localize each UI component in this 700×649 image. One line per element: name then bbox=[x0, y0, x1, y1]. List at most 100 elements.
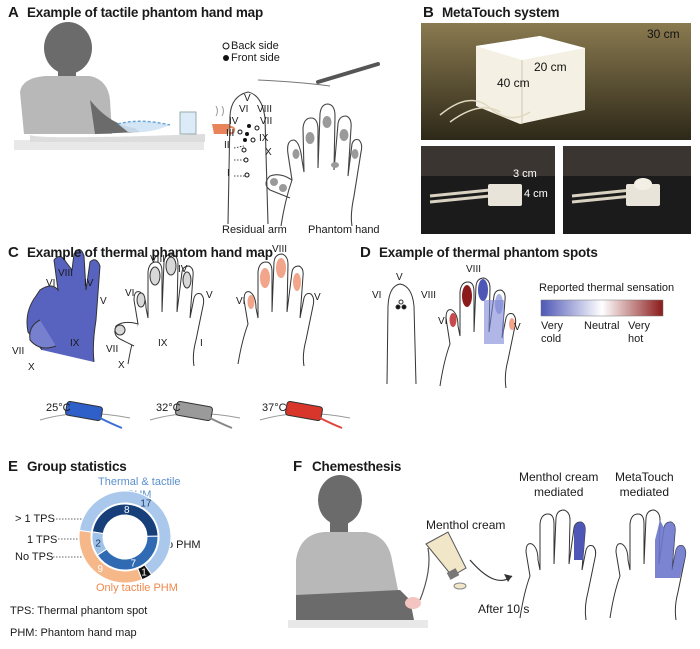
scale-title: Reported thermal sensation bbox=[539, 282, 675, 294]
ring-no-phm-value: 1 bbox=[141, 568, 147, 579]
ring-1-tps-value: 7 bbox=[130, 559, 136, 570]
c2-numeral-i: I bbox=[200, 338, 203, 349]
panel-b-photo-probe-1 bbox=[421, 146, 555, 234]
panel-f-cream-tube bbox=[419, 531, 513, 601]
scale-right-label: Very hot bbox=[628, 320, 651, 345]
box-dim-depth: 40 cm bbox=[497, 76, 530, 90]
probe-dim-length: 4 cm bbox=[524, 188, 548, 200]
ring-thermal-tactile bbox=[78, 490, 172, 576]
gt1-tps-label: > 1 TPS bbox=[15, 513, 55, 525]
c2-numeral-ix: IX bbox=[158, 338, 168, 349]
panel-c-hand-warm bbox=[237, 253, 315, 367]
panel-d-title: Example of thermal phantom spots bbox=[379, 245, 598, 260]
c2-numeral-iv: IV bbox=[178, 264, 188, 275]
no-tps-label: No TPS bbox=[15, 551, 54, 563]
numeral-v: V bbox=[244, 93, 251, 104]
c-numeral-v: V bbox=[100, 296, 107, 307]
panel-a-person-illustration bbox=[14, 22, 236, 150]
numeral-x: X bbox=[265, 147, 272, 158]
panel-f-title: Chemesthesis bbox=[312, 459, 402, 474]
panel-b-photo-box bbox=[421, 23, 691, 140]
c2-numeral-v: V bbox=[206, 290, 213, 301]
ring-no-tps bbox=[91, 531, 108, 556]
numeral-vi: VI bbox=[239, 104, 249, 115]
scale-left-label: Very cold bbox=[541, 320, 564, 345]
panel-c-title: Example of thermal phantom hand map bbox=[27, 245, 273, 260]
panel-a-title: Example of tactile phantom hand map bbox=[27, 5, 264, 20]
box-dim-height: 20 cm bbox=[534, 60, 567, 74]
panel-c-letter: C bbox=[8, 244, 19, 261]
numeral-viii: VIII bbox=[257, 104, 273, 115]
one-tps-label: 1 TPS bbox=[27, 534, 58, 546]
numeral-iv: IV bbox=[229, 116, 239, 127]
numeral-iii: III bbox=[226, 128, 235, 139]
panel-c-hand-cold bbox=[26, 249, 101, 363]
caption-residual-arm: Residual arm bbox=[222, 224, 287, 236]
c2-numeral-vii: VII bbox=[106, 344, 119, 355]
ring-only-tactile bbox=[78, 529, 143, 584]
panel-a-letter: A bbox=[8, 4, 19, 21]
d2-numeral-viii: VIII bbox=[466, 264, 482, 275]
c3-numeral-viii: VIII bbox=[272, 244, 288, 255]
c-numeral-vi: VI bbox=[46, 278, 56, 289]
c-numeral-x: X bbox=[28, 362, 35, 373]
thermal-scale-bar bbox=[540, 299, 664, 317]
c3-numeral-v: V bbox=[314, 292, 321, 303]
legend-front: Front side bbox=[231, 52, 280, 64]
panel-a-maps bbox=[227, 62, 380, 227]
caption-phantom-hand: Phantom hand bbox=[308, 224, 380, 236]
scale-mid-label: Neutral bbox=[584, 320, 620, 332]
c-numeral-viii: VIII bbox=[58, 268, 74, 279]
panel-b-letter: B bbox=[423, 4, 434, 21]
def-tps: TPS: Thermal phantom spot bbox=[10, 605, 148, 617]
panel-b-photo-probe-2 bbox=[563, 146, 691, 234]
outer-bottom-label: Only tactile PHM bbox=[96, 582, 178, 594]
temp-37: 37°C bbox=[262, 402, 287, 414]
panel-b-title: MetaTouch system bbox=[442, 5, 560, 20]
legend-back: Back side bbox=[231, 40, 279, 52]
c2-numeral-viii: VIII bbox=[150, 254, 166, 265]
panel-a-hand-spots bbox=[270, 116, 359, 192]
d2-numeral-v: V bbox=[514, 322, 521, 333]
ring-no-tps-value: 2 bbox=[95, 538, 101, 549]
c-numeral-iv: IV bbox=[84, 278, 94, 289]
panel-c-hand-neutral bbox=[114, 253, 205, 367]
panel-d-letter: D bbox=[360, 244, 371, 261]
numeral-ii: II bbox=[224, 140, 230, 151]
panel-f-letter: F bbox=[293, 458, 303, 475]
panel-e-letter: E bbox=[8, 458, 19, 475]
probe-dim-width: 3 cm bbox=[513, 168, 537, 180]
numeral-ix: IX bbox=[259, 133, 269, 144]
panel-e-title: Group statistics bbox=[27, 459, 127, 474]
hand1-label: Menthol cream mediated bbox=[519, 470, 599, 499]
d-numeral-v: V bbox=[396, 272, 403, 283]
c3-numeral-vi: VI bbox=[236, 296, 246, 307]
ring-only-tactile-value: 9 bbox=[97, 564, 103, 575]
c2-numeral-x: X bbox=[118, 360, 125, 371]
c-numeral-vii: VII bbox=[12, 346, 25, 357]
ring-gt1-tps-value: 8 bbox=[124, 505, 130, 516]
ring-thermal-tactile-value: 17 bbox=[140, 498, 152, 509]
panel-f-hand-metatouch bbox=[609, 509, 687, 621]
def-phm: PHM: Phantom hand map bbox=[10, 627, 137, 639]
cream-label: Menthol cream bbox=[426, 518, 506, 532]
c-numeral-ix: IX bbox=[70, 338, 80, 349]
box-dim-width: 30 cm bbox=[647, 27, 680, 41]
temp-32: 32°C bbox=[156, 402, 181, 414]
numeral-vii: VII bbox=[260, 116, 273, 127]
d-numeral-vi: VI bbox=[372, 290, 382, 301]
temp-25: 25°C bbox=[46, 402, 71, 414]
panel-d-arm bbox=[386, 283, 417, 385]
panel-c-probes bbox=[39, 400, 351, 429]
d2-numeral-vi: VI bbox=[438, 316, 448, 327]
panel-f-person bbox=[288, 475, 428, 628]
d-numeral-viii: VIII bbox=[421, 290, 437, 301]
panel-d-hand bbox=[439, 277, 517, 389]
c2-numeral-vi: VI bbox=[125, 288, 135, 299]
hand2-label: MetaTouch mediated bbox=[615, 470, 674, 499]
after-label: After 10 s bbox=[478, 602, 530, 616]
panel-a-arm-points bbox=[222, 42, 260, 178]
